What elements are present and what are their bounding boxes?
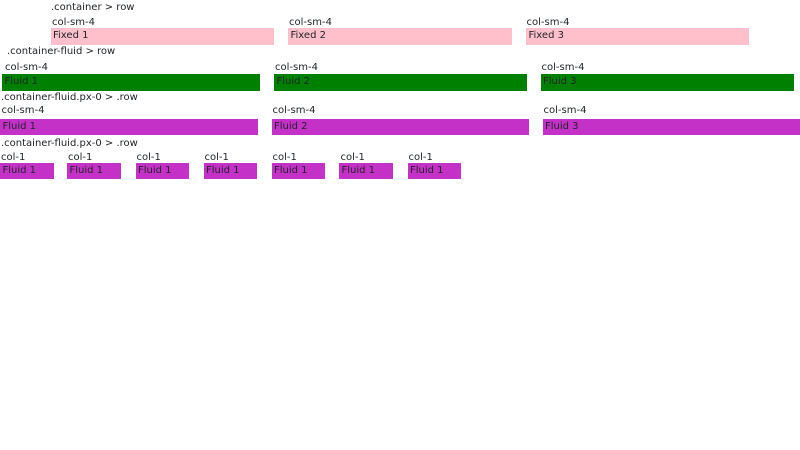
col-heading: col-sm-4 xyxy=(275,61,318,73)
grid-cell: Fluid 1 xyxy=(2,74,260,91)
grid-cell: Fluid 3 xyxy=(540,74,794,91)
col-heading: col-1 xyxy=(272,151,297,163)
grid-cell: Fixed 2 xyxy=(288,28,512,45)
col-heading: col-sm-4 xyxy=(5,61,48,73)
section-selector-label: .container-fluid.px-0 > .row xyxy=(1,92,138,103)
section-selector-label: .container-fluid.px-0 > .row xyxy=(1,138,138,149)
grid-cell: Fluid 3 xyxy=(542,118,800,135)
col-heading: col-sm-4 xyxy=(52,17,95,28)
grid-cell: Fluid 1 xyxy=(0,118,258,135)
col-heading: col-1 xyxy=(340,151,365,163)
section-selector-label: .container-fluid > row xyxy=(7,46,116,57)
col-heading: col-1 xyxy=(408,151,433,163)
grid-cell: Fluid 1 xyxy=(67,162,121,179)
grid-cell: Fluid 1 xyxy=(135,162,189,179)
col-heading: col-sm-4 xyxy=(289,17,332,28)
col-heading: col-1 xyxy=(204,151,229,163)
col-heading: col-1 xyxy=(136,151,161,163)
col-heading: col-sm-4 xyxy=(543,105,587,116)
col-heading: col-sm-4 xyxy=(541,61,585,73)
grid-cell: Fluid 1 xyxy=(339,162,393,179)
grid-cell: Fluid 1 xyxy=(271,162,325,179)
grid-cell: Fixed 1 xyxy=(50,28,274,45)
grid-cell: Fluid 1 xyxy=(203,162,257,179)
grid-cell: Fluid 2 xyxy=(274,74,527,91)
col-heading: col-1 xyxy=(1,151,26,163)
col-heading: col-1 xyxy=(68,151,93,163)
col-heading: col-sm-4 xyxy=(1,105,45,116)
grid-cell: Fixed 3 xyxy=(526,28,749,45)
section-selector-label: .container > row xyxy=(51,2,135,13)
col-heading: col-sm-4 xyxy=(526,17,570,28)
col-heading: col-sm-4 xyxy=(272,105,316,116)
grid-cell: Fluid 1 xyxy=(0,162,54,179)
grid-cell: Fluid 1 xyxy=(407,162,461,179)
grid-cell: Fluid 2 xyxy=(271,118,529,135)
